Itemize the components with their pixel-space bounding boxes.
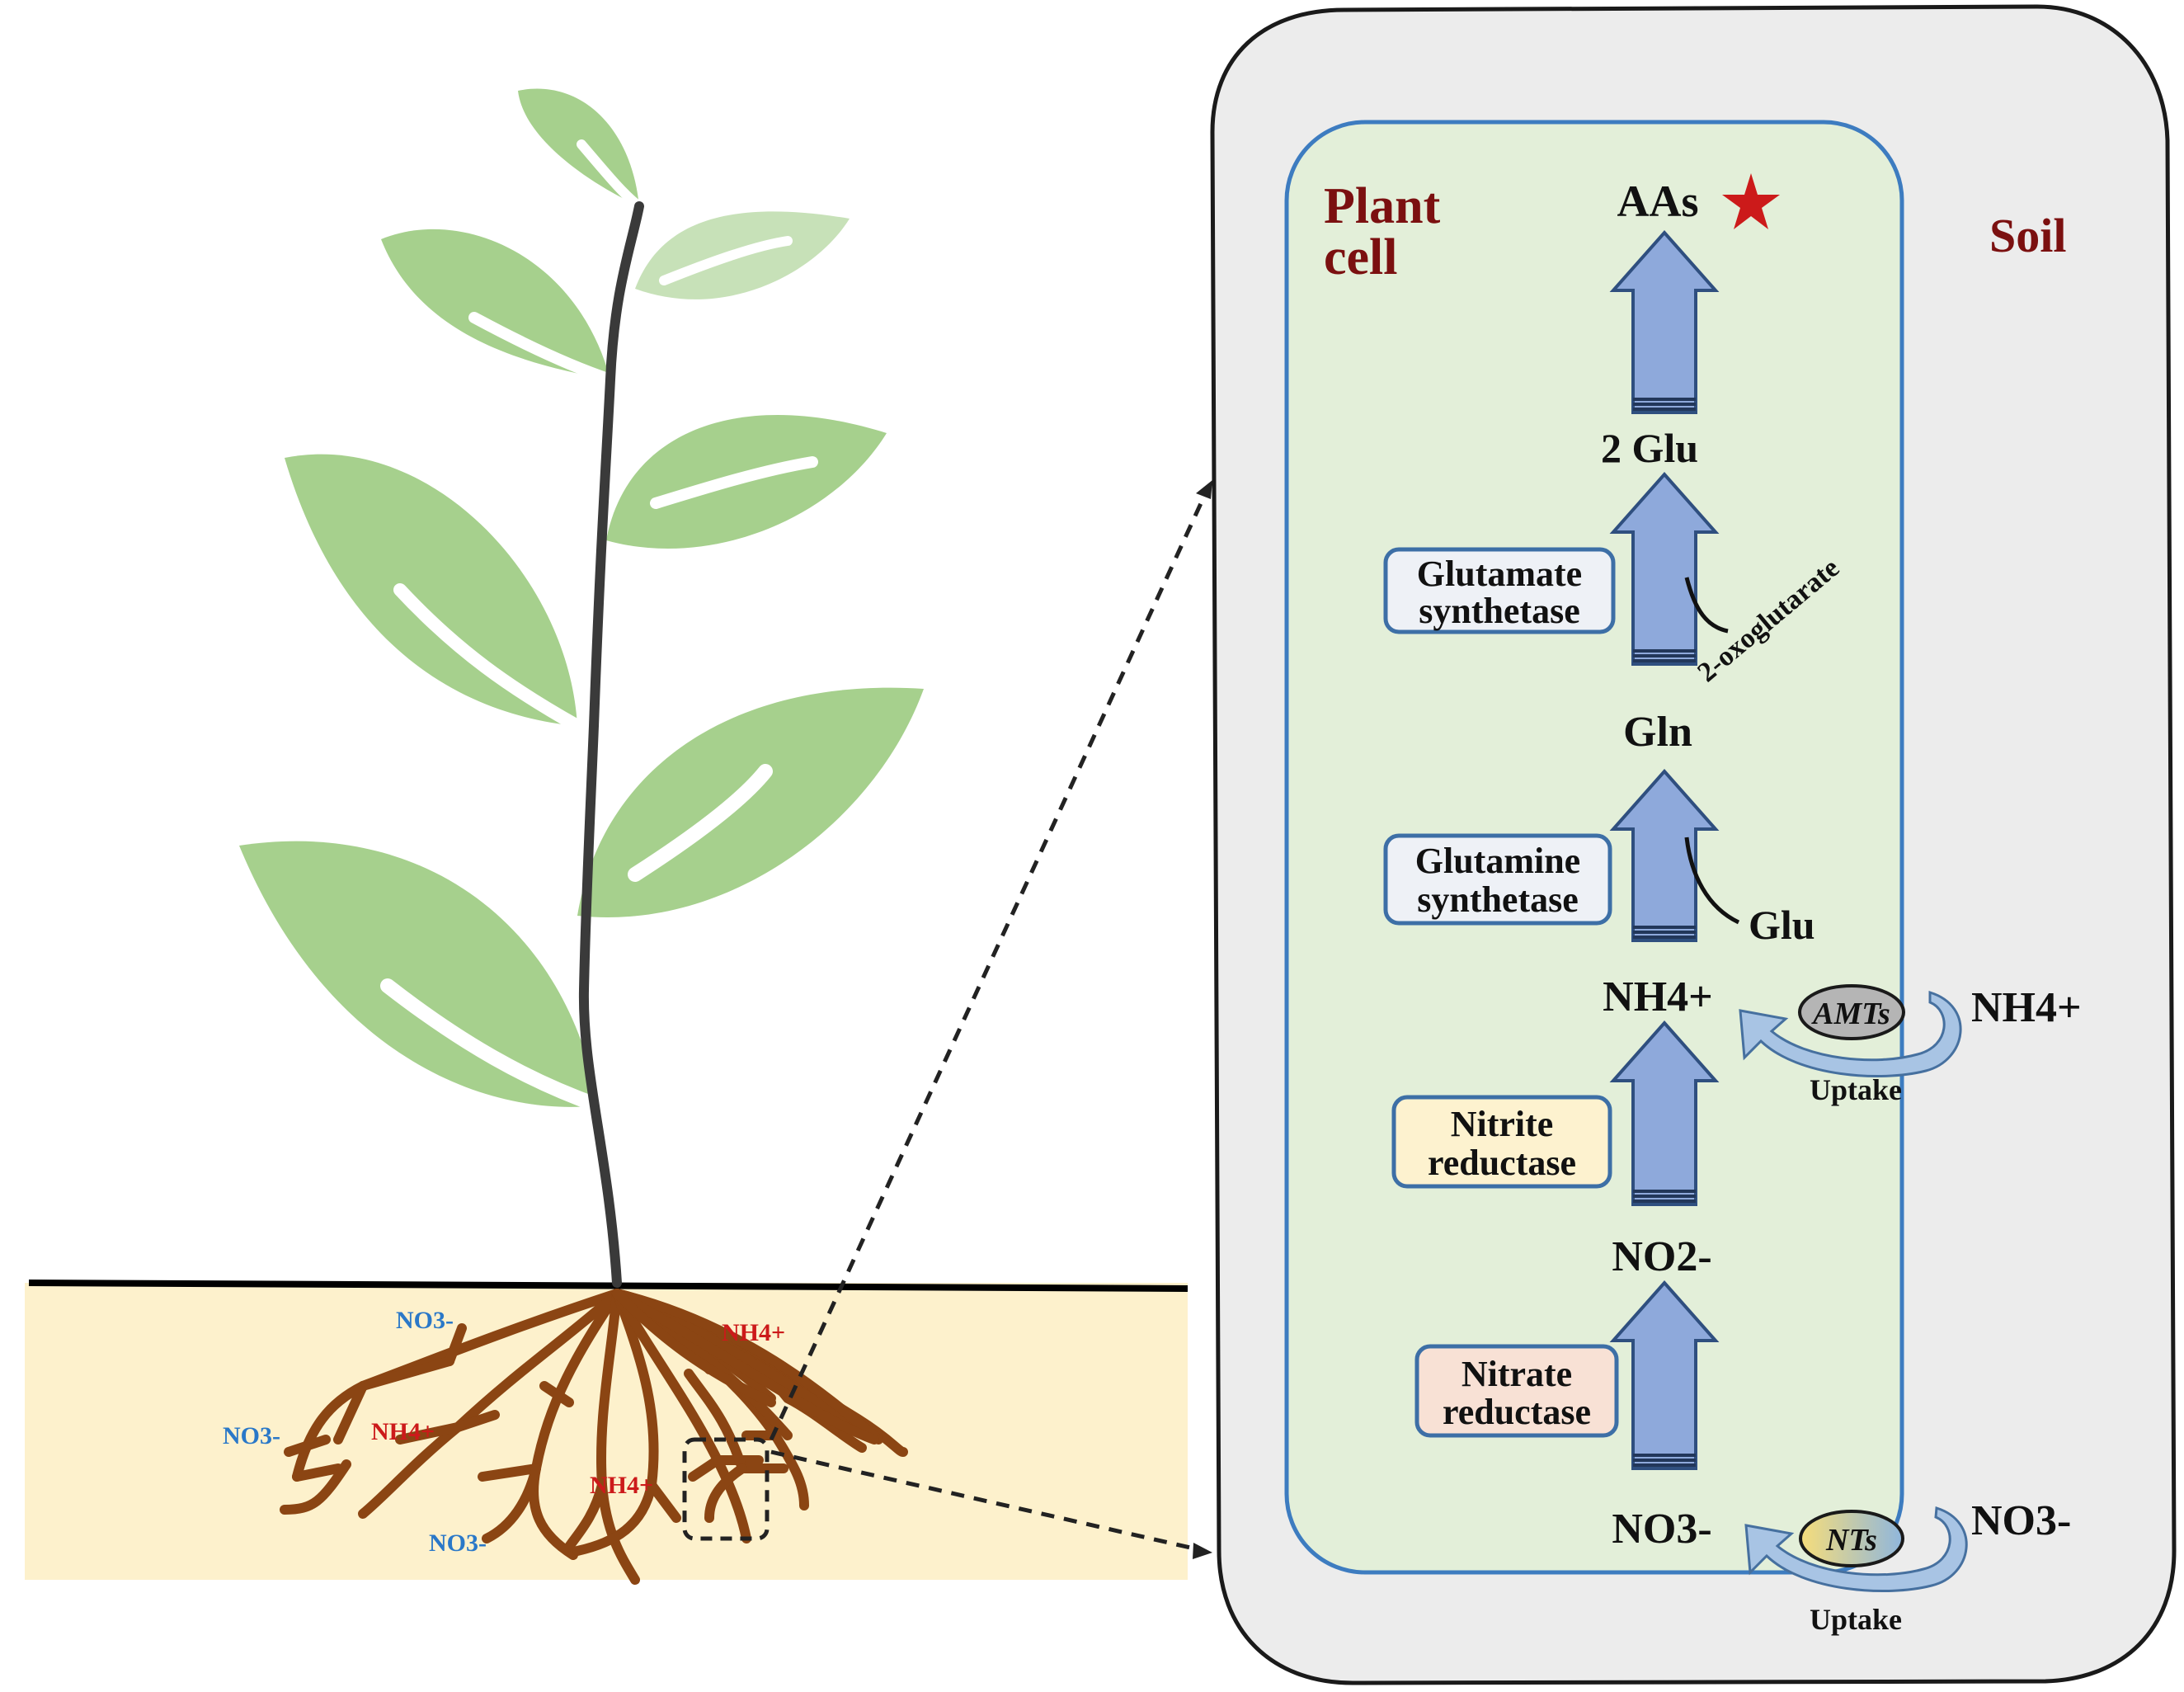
- enzyme-box-nitrite-reductase: Nitrite reductase: [1391, 1095, 1612, 1189]
- ground-line: [28, 1280, 1188, 1292]
- zoom-line-bottom: [770, 1449, 1198, 1552]
- leaf-lower-right: [577, 687, 924, 918]
- leaf-mid-right: [606, 415, 887, 549]
- soil-label: Soil: [1989, 209, 2067, 262]
- zoom-line-top: [769, 489, 1209, 1441]
- enzyme-label-line1: Nitrate: [1461, 1354, 1572, 1394]
- enzyme-box-glutamine-synthetase: Glutamine synthetase: [1383, 833, 1612, 926]
- nts-uptake: NTs NO3- Uptake: [1744, 1497, 2071, 1636]
- enzyme-box-glutamate-synthetase: Glutamate synthetase: [1383, 547, 1616, 634]
- leaf-upper-left: [381, 229, 616, 385]
- enzyme-label-line2: reductase: [1428, 1143, 1576, 1183]
- soil-label-no3-left: NO3-: [223, 1422, 280, 1449]
- pathway-arrows: [1609, 229, 1720, 1470]
- uptake-label-nts: Uptake: [1810, 1603, 1902, 1636]
- arrow-glutamine-synthetase: [1609, 768, 1720, 942]
- plant-cell-label-line2: cell: [1324, 229, 1398, 285]
- enzyme-label-line2: reductase: [1443, 1392, 1591, 1432]
- transporter-oval-icon: [1798, 984, 1905, 1040]
- nts-label: NTs: [1825, 1523, 1877, 1558]
- metabolite-no2: NO2-: [1612, 1233, 1711, 1280]
- zoom-arrowhead-top: [1196, 480, 1212, 499]
- metabolite-aas: AAs: [1617, 177, 1698, 226]
- zoom-arrowhead-bottom: [1193, 1543, 1212, 1559]
- arrow-glutamate-synthetase: [1609, 471, 1720, 666]
- leaves: [239, 88, 924, 1113]
- oxoglutarate-curve: [1684, 577, 1729, 634]
- metabolite-gln: Gln: [1623, 709, 1692, 756]
- amts-uptake: AMTs NH4+ Uptake: [1739, 984, 2082, 1106]
- nts-curved-arrow: [1744, 1506, 1968, 1592]
- enzyme-label-line1: Nitrite: [1451, 1104, 1554, 1144]
- enzyme-box-nitrate-reductase: Nitrate reductase: [1414, 1344, 1619, 1438]
- stem: [578, 201, 644, 1288]
- arrow-to-aas: [1609, 229, 1720, 414]
- metabolite-nh4-inside: NH4+: [1603, 973, 1713, 1020]
- enzyme-label-line1: Glutamine: [1415, 841, 1580, 881]
- glu-side-curve: [1684, 837, 1740, 925]
- leaf-top: [518, 88, 644, 211]
- plant-illustration: NO3- NO3- NO3- NH4+ NH4+ NH4+: [25, 88, 1212, 1585]
- no3-soil-label: NO3-: [1971, 1497, 2071, 1544]
- soil-ion-labels: NO3- NO3- NO3- NH4+ NH4+ NH4+: [223, 1307, 785, 1557]
- plant-cell-label-line1: Plant: [1324, 178, 1441, 234]
- nh4-soil-label: NH4+: [1971, 984, 2082, 1031]
- soil-label-no3-top: NO3-: [396, 1307, 454, 1334]
- zoom-panel: Plant cell Soil AAs 2 Glu Gln NH4+ NO2- …: [1210, 4, 2177, 1685]
- enzyme-label-line2: synthetase: [1417, 879, 1579, 920]
- arrow-nitrate-reductase: [1609, 1280, 1720, 1470]
- enzyme-label-line2: synthetase: [1419, 591, 1580, 631]
- soil-label-nh4-right: NH4+: [722, 1319, 785, 1346]
- leaf-top-right: [635, 211, 850, 299]
- soil-label-no3-bottom: NO3-: [429, 1529, 487, 1557]
- amts-label: AMTs: [1811, 997, 1890, 1031]
- leaf-bottom-left: [239, 841, 605, 1113]
- glu-side-label: Glu: [1749, 902, 1815, 948]
- enzyme-label-line1: Glutamate: [1417, 554, 1582, 594]
- leaf-mid-left: [285, 454, 584, 733]
- metabolite-no3-inside: NO3-: [1612, 1506, 1711, 1553]
- transporter-oval-icon: [1799, 1510, 1904, 1567]
- soil-label-nh4-low: NH4+: [590, 1472, 653, 1499]
- soil-label-nh4-mid: NH4+: [371, 1418, 435, 1445]
- metabolite-2-glu: 2 Glu: [1601, 425, 1698, 471]
- uptake-label-amts: Uptake: [1810, 1073, 1902, 1106]
- amts-curved-arrow: [1739, 990, 1962, 1077]
- star-icon: [1722, 173, 1780, 229]
- arrow-nitrite-reductase: [1609, 1020, 1720, 1206]
- zoom-box: [682, 1437, 770, 1541]
- root-cluster-right: [612, 1289, 879, 1523]
